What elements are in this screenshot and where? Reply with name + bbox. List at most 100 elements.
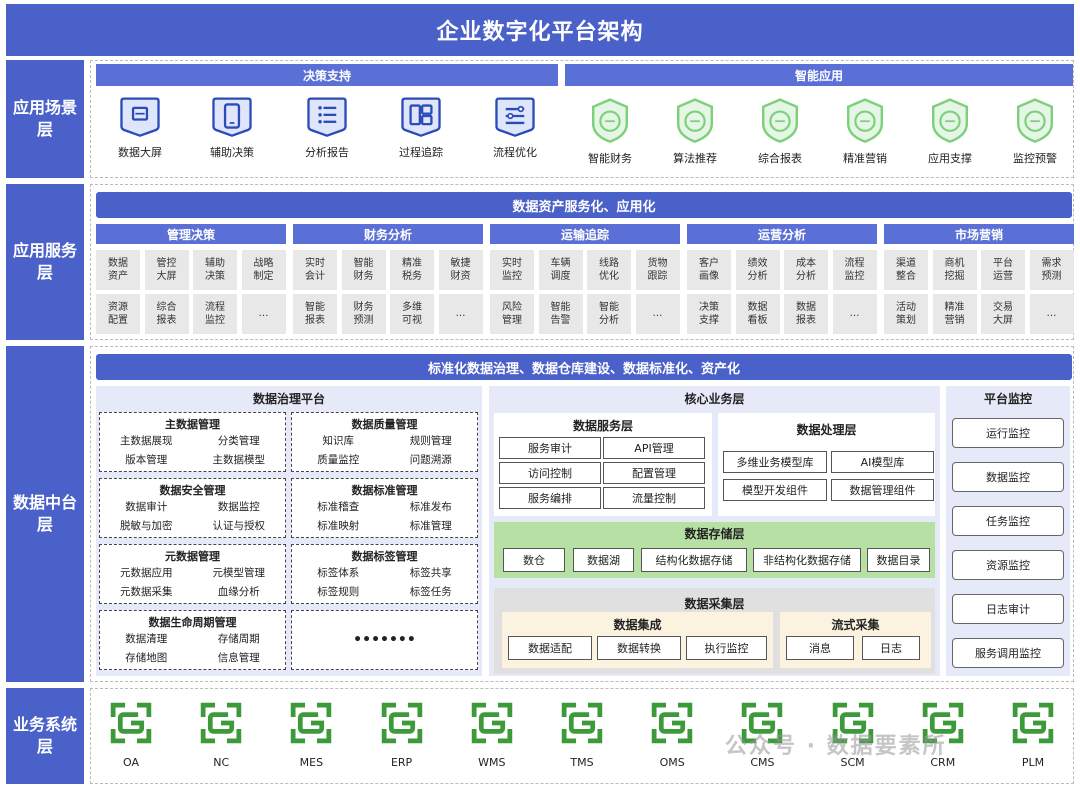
storage-button[interactable]: 数仓: [503, 548, 565, 572]
scene-item[interactable]: 过程追踪: [381, 94, 461, 160]
service-cell[interactable]: 智能 告警: [538, 294, 583, 334]
governance-item[interactable]: 标签任务: [409, 586, 452, 598]
scene-item[interactable]: 辅助决策: [192, 94, 272, 160]
service-cell[interactable]: 综合 报表: [144, 294, 189, 334]
service-cell[interactable]: 货物 跟踪: [635, 250, 680, 290]
storage-button[interactable]: 结构化数据存储: [641, 548, 747, 572]
storage-button[interactable]: 数据湖: [573, 548, 634, 572]
governance-item[interactable]: 分类管理: [217, 435, 260, 447]
scene-item[interactable]: 综合报表: [740, 96, 820, 166]
service-cell[interactable]: …: [438, 294, 483, 334]
governance-item[interactable]: 主数据展现: [120, 435, 173, 447]
service-cell[interactable]: 数据 报表: [784, 294, 828, 334]
governance-item[interactable]: 问题溯源: [409, 454, 452, 466]
governance-item[interactable]: 元数据应用: [120, 567, 173, 579]
governance-item[interactable]: 信息管理: [217, 652, 260, 664]
service-cell[interactable]: 交易 大屏: [981, 294, 1025, 334]
scene-item[interactable]: 分析报告: [287, 94, 367, 160]
governance-item[interactable]: 元模型管理: [212, 567, 266, 579]
governance-item[interactable]: 元数据采集: [120, 586, 173, 598]
service-cell[interactable]: 客户 画像: [687, 250, 731, 290]
service-cell[interactable]: 流程 监控: [193, 294, 237, 334]
stream-button[interactable]: 日志: [862, 636, 920, 660]
system-item[interactable]: CRM: [903, 698, 983, 769]
scene-item[interactable]: 流程优化: [475, 94, 555, 160]
monitor-button[interactable]: 运行监控: [952, 418, 1064, 448]
system-item[interactable]: WMS: [452, 698, 532, 769]
service-cell[interactable]: 财务 预测: [341, 294, 386, 334]
service-cell[interactable]: 车辆 调度: [538, 250, 583, 290]
governance-item[interactable]: 质量监控: [317, 454, 360, 466]
service-cell[interactable]: 商机 挖掘: [932, 250, 977, 290]
governance-item[interactable]: 标签共享: [409, 567, 452, 579]
service-cell[interactable]: 风险 管理: [490, 294, 534, 334]
service-cell[interactable]: 辅助 决策: [193, 250, 237, 290]
integration-button[interactable]: 执行监控: [686, 636, 767, 660]
system-item[interactable]: SCM: [813, 698, 893, 769]
service-button[interactable]: API管理: [603, 437, 705, 459]
monitor-button[interactable]: 任务监控: [952, 506, 1064, 536]
governance-item[interactable]: 标签规则: [317, 586, 360, 598]
service-cell[interactable]: 数据 资产: [96, 250, 140, 290]
service-cell[interactable]: 智能 财务: [341, 250, 386, 290]
governance-item[interactable]: 脱敏与加密: [120, 520, 173, 532]
governance-item[interactable]: 认证与授权: [212, 520, 266, 532]
service-cell[interactable]: 精准 营销: [932, 294, 977, 334]
scene-item[interactable]: 数据大屏: [100, 94, 180, 160]
governance-item[interactable]: 版本管理: [125, 454, 168, 466]
service-button[interactable]: 服务编排: [499, 487, 601, 509]
governance-item[interactable]: 标签体系: [317, 567, 360, 579]
service-cell[interactable]: …: [635, 294, 680, 334]
system-item[interactable]: CMS: [722, 698, 802, 769]
governance-item[interactable]: 标准映射: [317, 520, 360, 532]
service-cell[interactable]: 多维 可视: [390, 294, 434, 334]
scene-item[interactable]: 监控预警: [995, 96, 1075, 166]
system-item[interactable]: ERP: [362, 698, 442, 769]
stream-button[interactable]: 消息: [786, 636, 854, 660]
service-cell[interactable]: 需求 预测: [1029, 250, 1074, 290]
governance-item[interactable]: 数据审计: [125, 501, 168, 513]
service-cell[interactable]: 敏捷 财资: [438, 250, 483, 290]
service-cell[interactable]: 实时 会计: [293, 250, 337, 290]
service-button[interactable]: 配置管理: [603, 462, 705, 484]
integration-button[interactable]: 数据适配: [508, 636, 592, 660]
process-button[interactable]: 数据管理组件: [831, 479, 934, 501]
service-cell[interactable]: …: [1029, 294, 1074, 334]
service-cell[interactable]: 平台 运营: [981, 250, 1025, 290]
governance-item[interactable]: 知识库: [322, 435, 355, 447]
service-cell[interactable]: …: [832, 294, 877, 334]
scene-item[interactable]: 智能财务: [570, 96, 650, 166]
governance-item[interactable]: 数据监控: [217, 501, 260, 513]
service-cell[interactable]: 决策 支撑: [687, 294, 731, 334]
monitor-button[interactable]: 服务调用监控: [952, 638, 1064, 668]
scene-item[interactable]: 算法推荐: [655, 96, 735, 166]
service-cell[interactable]: 精准 税务: [390, 250, 434, 290]
monitor-button[interactable]: 数据监控: [952, 462, 1064, 492]
governance-item[interactable]: 血缘分析: [217, 586, 260, 598]
process-button[interactable]: 模型开发组件: [723, 479, 827, 501]
service-cell[interactable]: 成本 分析: [784, 250, 828, 290]
service-button[interactable]: 访问控制: [499, 462, 601, 484]
governance-item[interactable]: 存储周期: [217, 633, 260, 645]
storage-button[interactable]: 数据目录: [867, 548, 930, 572]
service-cell[interactable]: 智能 分析: [587, 294, 631, 334]
storage-button[interactable]: 非结构化数据存储: [753, 548, 861, 572]
governance-item[interactable]: 标准稽查: [317, 501, 360, 513]
service-cell[interactable]: 数据 看板: [735, 294, 780, 334]
service-cell[interactable]: 管控 大屏: [144, 250, 189, 290]
service-cell[interactable]: 流程 监控: [832, 250, 877, 290]
process-button[interactable]: AI模型库: [831, 451, 934, 473]
scene-item[interactable]: 精准营销: [825, 96, 905, 166]
governance-item[interactable]: 标准管理: [409, 520, 452, 532]
scene-item[interactable]: 应用支撑: [910, 96, 990, 166]
service-button[interactable]: 流量控制: [603, 487, 705, 509]
system-item[interactable]: MES: [271, 698, 351, 769]
service-cell[interactable]: 线路 优化: [587, 250, 631, 290]
system-item[interactable]: TMS: [542, 698, 622, 769]
system-item[interactable]: OMS: [632, 698, 712, 769]
system-item[interactable]: OA: [91, 698, 171, 769]
service-cell[interactable]: 活动 策划: [884, 294, 928, 334]
governance-item[interactable]: 主数据模型: [212, 454, 266, 466]
monitor-button[interactable]: 资源监控: [952, 550, 1064, 580]
system-item[interactable]: PLM: [993, 698, 1073, 769]
